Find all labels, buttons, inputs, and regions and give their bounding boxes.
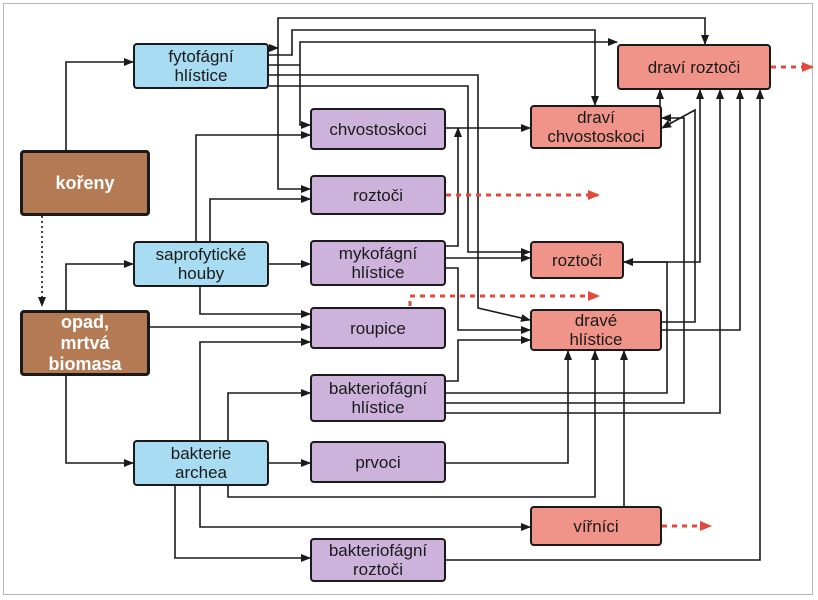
edge-prvoci-drave-hlistice [446, 350, 572, 464]
edge-saprofyticke-roztoci [209, 195, 311, 241]
node-bakteriofagni-hlistice-label: bakteriofágní hlístice [328, 379, 428, 417]
node-saprofyticke-houby: saprofytické houby [133, 241, 269, 287]
edge-opad-saprofyticke [65, 260, 134, 310]
edge-fytofagni-dravi-chvostoskoci [269, 29, 599, 106]
node-prvoci: prvoci [310, 441, 446, 483]
edge-roztoci-dravi-roztoci [624, 89, 704, 263]
node-opad-label: opad, mrtvá biomasa [48, 311, 122, 374]
node-chvostoskoci: chvostoskoci [310, 108, 446, 150]
node-koreny: kořeny [20, 150, 150, 216]
node-virnici: vířníci [530, 506, 662, 546]
node-mykofagni-hlistice-label: mykofágní hlístice [338, 244, 418, 282]
node-fytofagni-hlistice-label: fytofágní hlístice [168, 47, 234, 85]
node-roztoci-mid-label: roztoči [352, 185, 404, 205]
node-roztoci-right: roztoči [530, 241, 624, 279]
node-roztoci-right-label: roztoči [551, 250, 603, 270]
edge-opad-bakterie [65, 376, 134, 467]
edge-bakterie-bakteriofagni-roztoci [174, 486, 311, 562]
node-roupice-label: roupice [350, 318, 406, 338]
node-bakteriofagni-roztoci-label: bakteriofágní roztoči [328, 541, 428, 579]
edge-bakterie-roupice [199, 338, 311, 440]
dashed-arrow-roupice-out [408, 291, 600, 306]
node-bakteriofagni-hlistice: bakteriofágní hlístice [310, 374, 446, 422]
edge-bakteriofagni-dravi-roztoci [446, 89, 724, 414]
edge-drave-hlistice-dravi-chvostoskoci [661, 108, 696, 323]
node-dravi-roztoci-label: draví roztoči [647, 57, 741, 77]
node-dravi-chvostoskoci: draví chvostoskoci [530, 105, 662, 149]
node-opad: opad, mrtvá biomasa [20, 310, 150, 376]
node-virnici-label: vířníci [573, 516, 619, 536]
edge-mykofagni-drave-hlistice [446, 267, 531, 334]
node-chvostoskoci-label: chvostoskoci [329, 119, 427, 139]
edge-saprofyticke-roupice [199, 287, 311, 318]
node-saprofyticke-houby-label: saprofytické houby [155, 245, 247, 283]
edge-bakterie-bakteriofagni-hlistice [227, 389, 311, 440]
node-prvoci-label: prvoci [355, 452, 401, 472]
edge-bakteriofagni-dravi-chvostoskoci [446, 114, 685, 404]
edge-bakterie-virnici [199, 486, 531, 531]
node-dravi-roztoci: draví roztoči [617, 44, 771, 90]
edge-fytofagni-roztoci-mid [277, 48, 311, 193]
edge-fytofagni-roztoci [269, 85, 531, 256]
node-drave-hlistice: dravé hlístice [530, 309, 662, 351]
node-dravi-chvostoskoci-label: draví chvostoskoci [547, 108, 645, 146]
edge-koreny-fytofagni [65, 58, 134, 150]
edge-fytofagni-drave-hlistice [269, 74, 531, 322]
edge-bakteriofagni-drave-hlistice [446, 336, 531, 382]
node-bakterie-archea: bakterie archea [133, 440, 269, 486]
node-koreny-label: kořeny [55, 172, 115, 193]
edge-drave-hlistice-dravi-roztoci [662, 89, 744, 331]
node-drave-hlistice-label: dravé hlístice [569, 311, 623, 349]
edge-fytofagni-dravi-roztoci-2 [269, 38, 618, 66]
edge-fytofagni-dravi-roztoci [277, 17, 709, 48]
edge-bakteriofagni-roztoci-dravi-roztoci [446, 89, 764, 561]
node-roupice: roupice [310, 307, 446, 349]
edge-bakterie-drave-hlistice [227, 350, 599, 498]
node-roztoci-mid: roztoči [310, 175, 446, 215]
edge-mykofagni-dravi-chvostoskoci [446, 127, 462, 247]
node-fytofagni-hlistice: fytofágní hlístice [133, 43, 269, 89]
edge-fytofagni-chvostoskoci [299, 65, 311, 129]
node-mykofagni-hlistice: mykofágní hlístice [310, 240, 446, 286]
edge-saprofyticke-chvostoskoci [195, 131, 311, 241]
node-bakteriofagni-roztoci: bakteriofágní roztoči [310, 538, 446, 582]
node-bakterie-archea-label: bakterie archea [170, 444, 232, 482]
